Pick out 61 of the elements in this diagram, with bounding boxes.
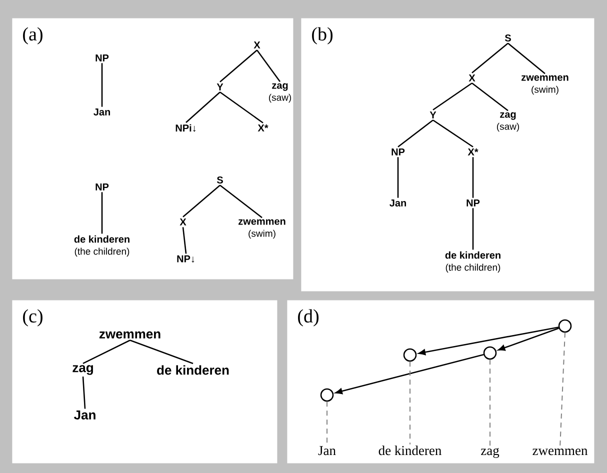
tree-label: Jan (94, 108, 110, 116)
tree-label: NPi↓ (176, 124, 196, 132)
tree-label: X (180, 218, 186, 226)
circle-node (320, 388, 334, 402)
connector-line (182, 184, 220, 218)
connector-line (397, 157, 399, 198)
tree-label: zwemmen (swim) (522, 75, 568, 95)
tree-label: NP (466, 200, 480, 206)
circle-node (558, 319, 572, 333)
tree-label: NP (96, 54, 109, 62)
word-label: zag (481, 448, 500, 458)
connector-line (186, 92, 220, 123)
connector-line (220, 92, 264, 124)
arrow (498, 328, 559, 351)
connector-line (432, 82, 472, 110)
tree-label: zag (saw) (269, 83, 292, 103)
connector-line (508, 42, 546, 74)
connector-line (82, 376, 86, 409)
tree-label: X* (258, 124, 268, 132)
tree-label: de kinderen (the children) (74, 235, 130, 257)
word-label: Jan (318, 446, 336, 456)
connector-line (472, 157, 474, 198)
arrow (418, 326, 559, 356)
tree-label: S (216, 176, 223, 184)
circle-node (483, 346, 497, 360)
tree-label: S (504, 34, 511, 42)
connector-line (220, 184, 262, 218)
tree-label: NP↓ (177, 255, 194, 263)
tree-label: X (468, 74, 476, 82)
tree-label: zag (72, 365, 93, 375)
tree-label: Jan (390, 200, 406, 206)
tree-label: Y (430, 112, 436, 118)
connector-line (472, 42, 508, 74)
arrow (335, 354, 484, 394)
dashed-line (326, 401, 328, 446)
connector-line (472, 208, 474, 250)
connector-line (472, 82, 508, 112)
tree-label: X (254, 42, 260, 48)
tree-label: zwemmen (swim) (238, 219, 286, 239)
tree-label: Jan (74, 410, 96, 420)
connector-line (82, 340, 130, 364)
connector-line (398, 120, 434, 148)
tree-label: zwemmen (99, 331, 160, 339)
word-label: de kinderen (378, 446, 442, 456)
connector-line (130, 340, 194, 364)
connector-line (101, 63, 103, 107)
circle-node (403, 348, 417, 362)
tree-label: NP (96, 184, 109, 190)
connector-line (256, 50, 281, 82)
connector-line (220, 50, 258, 82)
connector-line (182, 227, 187, 254)
tree-label: NP (392, 148, 405, 156)
tree-label: X* (468, 148, 478, 156)
dashed-line (560, 332, 566, 448)
tree-label: Y (216, 84, 224, 90)
tree-label: de kinderen (157, 365, 229, 375)
connector-line (101, 192, 103, 234)
tree-label: zag (saw) (496, 112, 520, 132)
tree-label: de kinderen (the children) (445, 251, 500, 273)
connector-line (432, 120, 474, 148)
word-label: zwemmen (532, 448, 588, 456)
